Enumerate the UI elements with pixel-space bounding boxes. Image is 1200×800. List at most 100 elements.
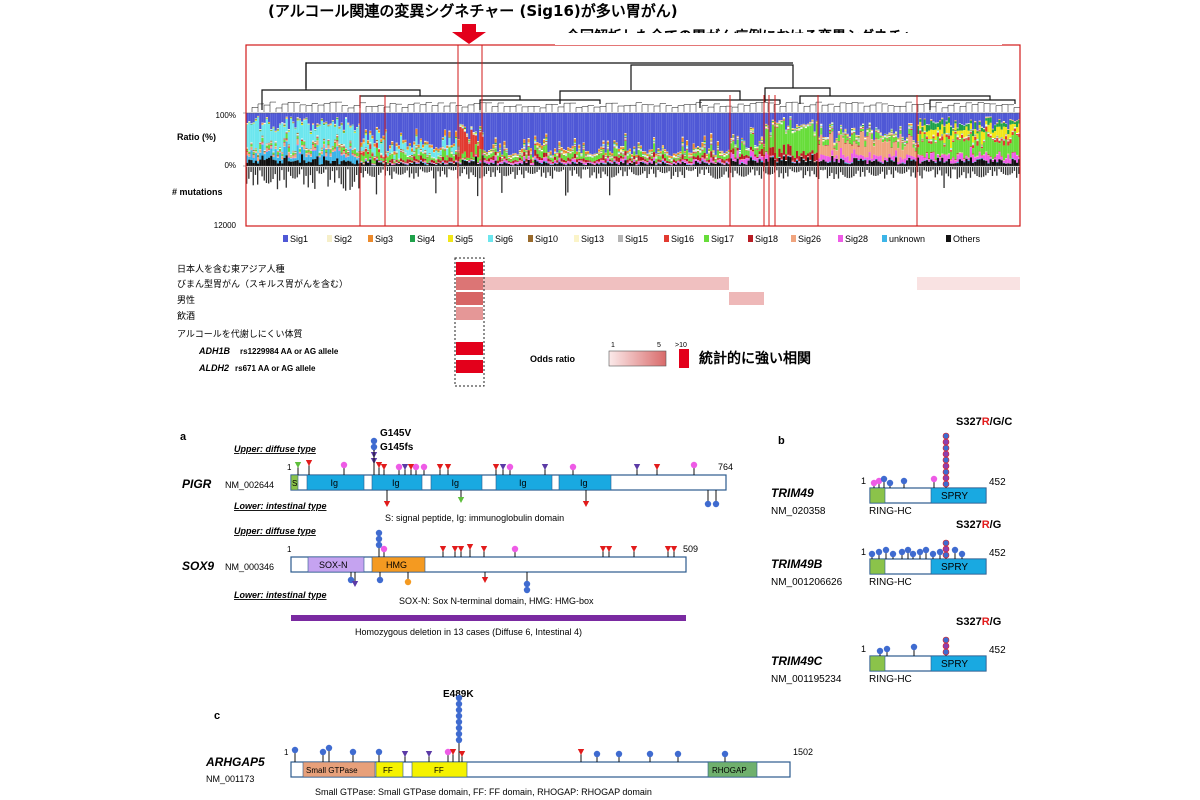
bar-Sig10 bbox=[875, 129, 878, 131]
bar-Sig13 bbox=[547, 154, 550, 156]
bar-Others bbox=[600, 162, 603, 166]
bar-Others bbox=[316, 156, 319, 166]
bar-Sig2 bbox=[301, 121, 304, 123]
bar-Others bbox=[510, 164, 513, 166]
bar-Sig3 bbox=[556, 153, 559, 154]
mutation-count-bar bbox=[637, 167, 639, 176]
bar-Sig18 bbox=[857, 145, 860, 147]
mutation-count-bar bbox=[411, 167, 413, 174]
bar-Sig28 bbox=[424, 162, 427, 164]
bar-Sig28 bbox=[334, 150, 337, 152]
bar-Sig17 bbox=[983, 142, 986, 155]
bar-Sig1 bbox=[930, 113, 933, 120]
bar-Sig10 bbox=[518, 152, 521, 154]
bar-Sig15 bbox=[296, 134, 299, 136]
bar-Sig17 bbox=[362, 155, 365, 163]
bar-Sig3 bbox=[736, 136, 739, 138]
bar-Sig13 bbox=[305, 149, 308, 150]
bar-Sig13 bbox=[382, 156, 385, 157]
assoc-cell bbox=[483, 277, 729, 290]
bar-Sig10 bbox=[525, 152, 528, 154]
bar-Sig13 bbox=[384, 152, 387, 154]
bar-Sig10 bbox=[703, 144, 706, 146]
bar-Sig1 bbox=[587, 113, 590, 151]
bar-Sig16 bbox=[276, 151, 279, 153]
bar-Sig26 bbox=[633, 159, 636, 160]
bar-Sig17 bbox=[1013, 131, 1016, 152]
bar-Sig3 bbox=[598, 149, 601, 152]
mutation-count-bar bbox=[976, 167, 978, 176]
bar-Sig4 bbox=[963, 125, 966, 131]
bar-Sig13 bbox=[901, 141, 904, 142]
bar-Sig17 bbox=[1002, 145, 1005, 161]
bar-Sig17 bbox=[290, 155, 293, 157]
bar-Others bbox=[329, 163, 332, 166]
bar-Sig1 bbox=[290, 113, 293, 117]
bar-Sig3 bbox=[912, 140, 915, 142]
bar-Sig4 bbox=[424, 143, 427, 145]
bar-Sig18 bbox=[923, 157, 926, 158]
bar-unknown bbox=[534, 158, 537, 160]
bar-Sig3 bbox=[985, 117, 988, 119]
bar-Sig3 bbox=[604, 153, 607, 156]
bar-Sig15 bbox=[393, 160, 396, 162]
bar-Sig17 bbox=[272, 152, 275, 155]
legend-swatch-unknown bbox=[882, 235, 887, 242]
bar-Sig16 bbox=[813, 135, 816, 137]
bar-Others bbox=[668, 164, 671, 166]
bar-Sig17 bbox=[408, 157, 411, 160]
bar-Sig13 bbox=[329, 148, 332, 149]
bar-Sig6 bbox=[606, 145, 609, 147]
bar-Sig6 bbox=[617, 152, 620, 154]
bar-Others bbox=[972, 163, 975, 166]
bar-Sig18 bbox=[611, 160, 614, 162]
mutation-count-bar bbox=[972, 167, 974, 172]
bar-Sig3 bbox=[437, 149, 440, 152]
bar-Sig10 bbox=[974, 135, 977, 136]
mutation-count-bar bbox=[807, 167, 809, 172]
bar-Sig28 bbox=[712, 161, 715, 164]
mutation-count-bar bbox=[765, 167, 767, 174]
bar-Sig4 bbox=[479, 127, 482, 129]
bar-Sig16 bbox=[582, 149, 585, 150]
bar-Sig17 bbox=[666, 156, 669, 161]
bar-Sig17 bbox=[415, 148, 418, 160]
bar-Sig10 bbox=[296, 132, 299, 134]
bar-Sig26 bbox=[749, 149, 752, 151]
bar-Sig13 bbox=[360, 151, 363, 153]
bar-Sig18 bbox=[470, 158, 473, 160]
mutation-count-bar bbox=[474, 167, 477, 177]
mutation-count-bar bbox=[622, 167, 624, 177]
dendrogram-link bbox=[359, 95, 521, 108]
legend-label-Sig28: Sig28 bbox=[845, 234, 868, 244]
bar-Sig1 bbox=[692, 113, 695, 144]
bar-Sig3 bbox=[545, 134, 548, 138]
mutation-count-bar bbox=[613, 167, 615, 177]
bar-Others bbox=[721, 164, 724, 166]
bar-Sig28 bbox=[1002, 160, 1005, 163]
bar-Sig4 bbox=[692, 148, 695, 150]
bar-Sig28 bbox=[639, 161, 642, 162]
bar-Sig5 bbox=[994, 131, 997, 138]
bar-Sig17 bbox=[824, 139, 827, 145]
bar-Sig17 bbox=[670, 160, 673, 163]
bar-Sig1 bbox=[987, 113, 990, 117]
bar-Sig1 bbox=[980, 113, 983, 127]
bar-Sig1 bbox=[362, 113, 365, 139]
bar-Sig2 bbox=[901, 136, 904, 138]
bar-Others bbox=[934, 163, 937, 166]
bar-Sig4 bbox=[523, 143, 526, 145]
bar-Sig18 bbox=[483, 158, 486, 160]
bar-Sig15 bbox=[312, 141, 315, 143]
bar-unknown bbox=[347, 156, 350, 161]
bar-Others bbox=[364, 161, 367, 166]
bar-Sig4 bbox=[626, 152, 629, 154]
bar-Sig10 bbox=[842, 134, 845, 136]
bar-Sig2 bbox=[776, 122, 779, 124]
bar-Sig3 bbox=[424, 141, 427, 144]
bar-Sig17 bbox=[848, 140, 851, 144]
bar-Sig5 bbox=[659, 153, 662, 155]
bar-Sig3 bbox=[765, 124, 768, 126]
bar-Sig13 bbox=[859, 127, 862, 129]
mutation-count-bar bbox=[963, 167, 965, 173]
